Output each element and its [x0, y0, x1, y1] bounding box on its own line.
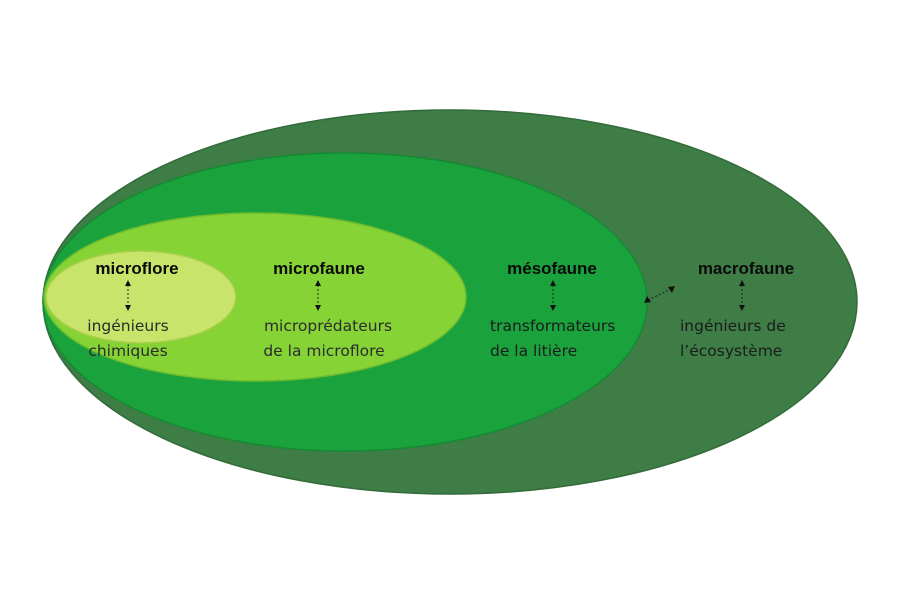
microflore-title: microflore [95, 259, 178, 278]
microflore-role-line1: ingénieurs [87, 317, 168, 335]
connector-arrowhead-left [644, 296, 651, 303]
macrofaune-role-line1: ingénieurs de [680, 317, 786, 335]
mesofaune-role-line1: transformateurs [490, 317, 615, 335]
microfaune-double-arrow [315, 280, 321, 311]
macrofaune-role-line2: l’écosystème [680, 342, 782, 360]
up-arrowhead [315, 280, 321, 286]
up-arrowhead [550, 280, 556, 286]
microfaune-role-line2: de la microflore [263, 342, 384, 360]
microfaune-role-line1: microprédateurs [264, 317, 392, 335]
up-arrowhead [125, 280, 131, 286]
microflore-double-arrow [125, 280, 131, 311]
down-arrowhead [739, 305, 745, 311]
connector-arrowhead-right [668, 286, 675, 293]
microflore-ellipse [45, 250, 237, 344]
microfaune-title: microfaune [273, 259, 365, 278]
up-arrowhead [739, 280, 745, 286]
macrofaune-double-arrow [739, 280, 745, 311]
mesofaune-title: mésofaune [507, 259, 597, 278]
down-arrowhead [550, 305, 556, 311]
down-arrowhead [315, 305, 321, 311]
connector-arrows [644, 286, 675, 303]
mesofaune-role-line2: de la litière [490, 342, 577, 360]
down-arrowhead [125, 305, 131, 311]
macrofaune-title: macrofaune [698, 259, 794, 278]
mesofaune-double-arrow [550, 280, 556, 311]
microflore-role-line2: chimiques [88, 342, 167, 360]
